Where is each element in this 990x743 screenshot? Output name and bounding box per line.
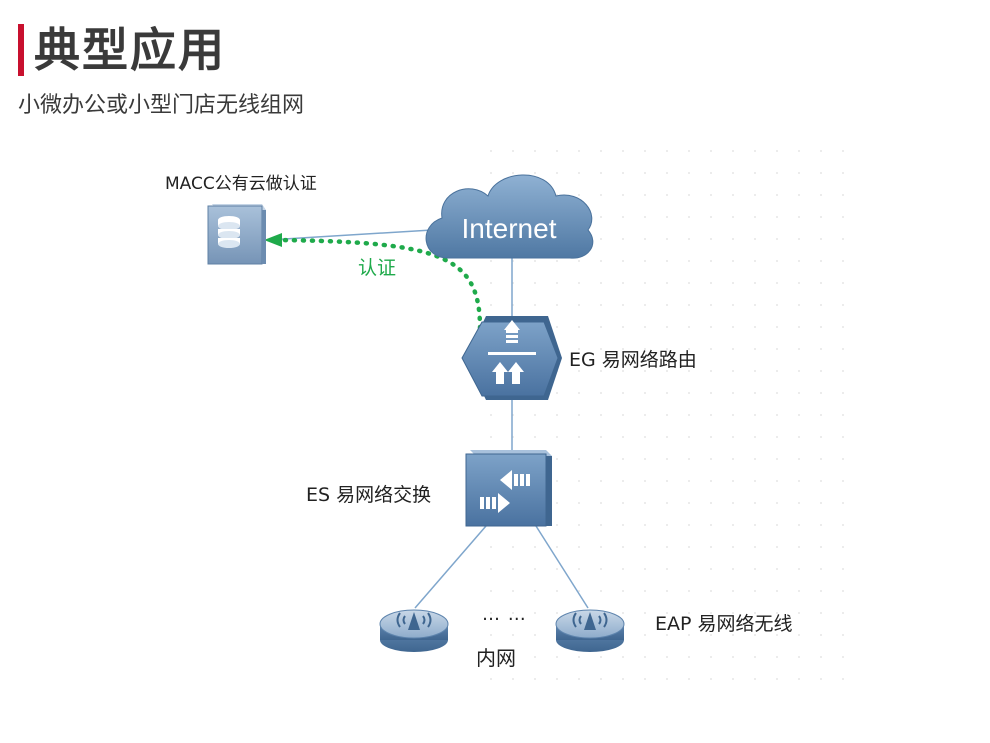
page-title: 典型应用 [34, 23, 226, 77]
access-point-right-icon [555, 609, 625, 652]
router-icon [461, 316, 562, 400]
title-accent-bar [18, 24, 24, 76]
auth-path [264, 233, 483, 331]
link-switch-ap-right [535, 525, 589, 609]
page-subtitle: 小微办公或小型门店无线组网 [18, 93, 305, 118]
access-point-label: EAP 易网络无线 [655, 613, 793, 635]
cloud-label: Internet [462, 213, 557, 244]
server-icon [207, 204, 266, 265]
switch-label: ES 易网络交换 [306, 484, 432, 506]
switch-icon [465, 450, 552, 527]
auth-label: 认证 [358, 257, 397, 279]
server-label: MACC公有云做认证 [165, 174, 317, 194]
router-label: EG 易网络路由 [569, 349, 697, 371]
internet-cloud-icon: Internet [425, 174, 594, 259]
link-switch-ap-left [414, 525, 487, 609]
link-cloud-server [267, 229, 433, 241]
ellipsis-label: … … [482, 604, 527, 625]
access-point-left-icon [379, 609, 449, 652]
auth-arrow-icon [264, 233, 282, 247]
lan-label: 内网 [476, 646, 516, 670]
